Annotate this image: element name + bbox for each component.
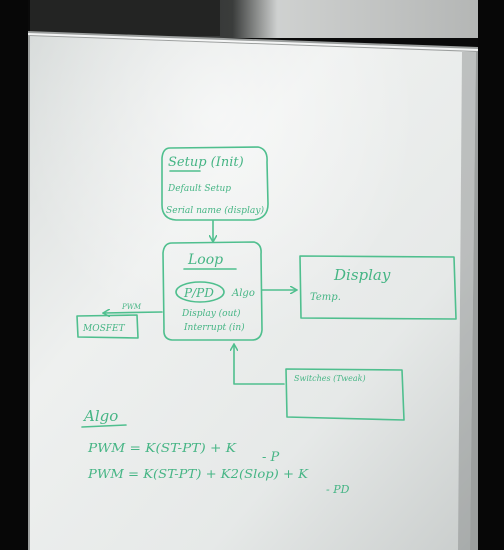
pid-oval: [175, 281, 225, 303]
loop-box: Loop P/PD Algo Display (out) Interrupt (…: [162, 241, 263, 341]
left-dark-strip: [0, 0, 28, 550]
wall-dark-panel: [30, 0, 220, 36]
setup-line-1: Default Setup: [167, 184, 231, 194]
loop-pid-label: P/PD: [183, 286, 214, 300]
loop-line-1: Display (out): [181, 308, 241, 319]
loop-title: Loop: [187, 252, 223, 268]
arrow-loop-to-mosfet: [104, 312, 163, 313]
algo-equation-2: PWM = K(ST-PT) + K2(Slop) + K: [87, 467, 309, 481]
loop-box-outline: [162, 241, 263, 341]
algo-heading: Algo: [82, 407, 118, 425]
arrow-switch-to-loop: [234, 345, 285, 385]
switch-box-outline: [285, 368, 405, 421]
display-subtitle: Temp.: [310, 292, 341, 303]
algo-equation-1-tag: - P: [262, 450, 280, 465]
algo-heading-underline: [81, 424, 127, 428]
setup-line-2: Serial name (display): [166, 205, 264, 216]
display-title: Display: [333, 266, 391, 284]
setup-box: Setup (Init) Default Setup Serial name (…: [161, 146, 269, 221]
algo-notes: Algo PWM = K(ST-PT) + K - P PWM = K(ST-P…: [81, 407, 350, 496]
algo-equation-2-tag: - PD: [326, 483, 350, 496]
display-box-outline: [299, 255, 457, 320]
board-top-edge: [27, 33, 479, 51]
mosfet-box: MOSFET PWM: [76, 303, 142, 339]
loop-line-2: Interrupt (in): [183, 322, 245, 333]
switch-box: Switches (Tweak): [285, 368, 405, 421]
pwm-arrow-label: PWM: [121, 303, 142, 311]
mosfet-label: MOSFET: [82, 324, 126, 334]
setup-title: Setup (Init): [168, 155, 244, 170]
board-glare: [30, 36, 476, 550]
right-edge-shadow: [458, 52, 476, 550]
setup-box-outline: [161, 146, 269, 221]
display-box: Display Temp.: [299, 255, 457, 320]
mosfet-box-outline: [76, 314, 139, 339]
switch-label: Switches (Tweak): [294, 374, 366, 383]
right-dark-strip: [478, 0, 504, 550]
algo-equation-1: PWM = K(ST-PT) + K: [87, 441, 237, 455]
loop-algo-label: Algo: [231, 288, 255, 299]
